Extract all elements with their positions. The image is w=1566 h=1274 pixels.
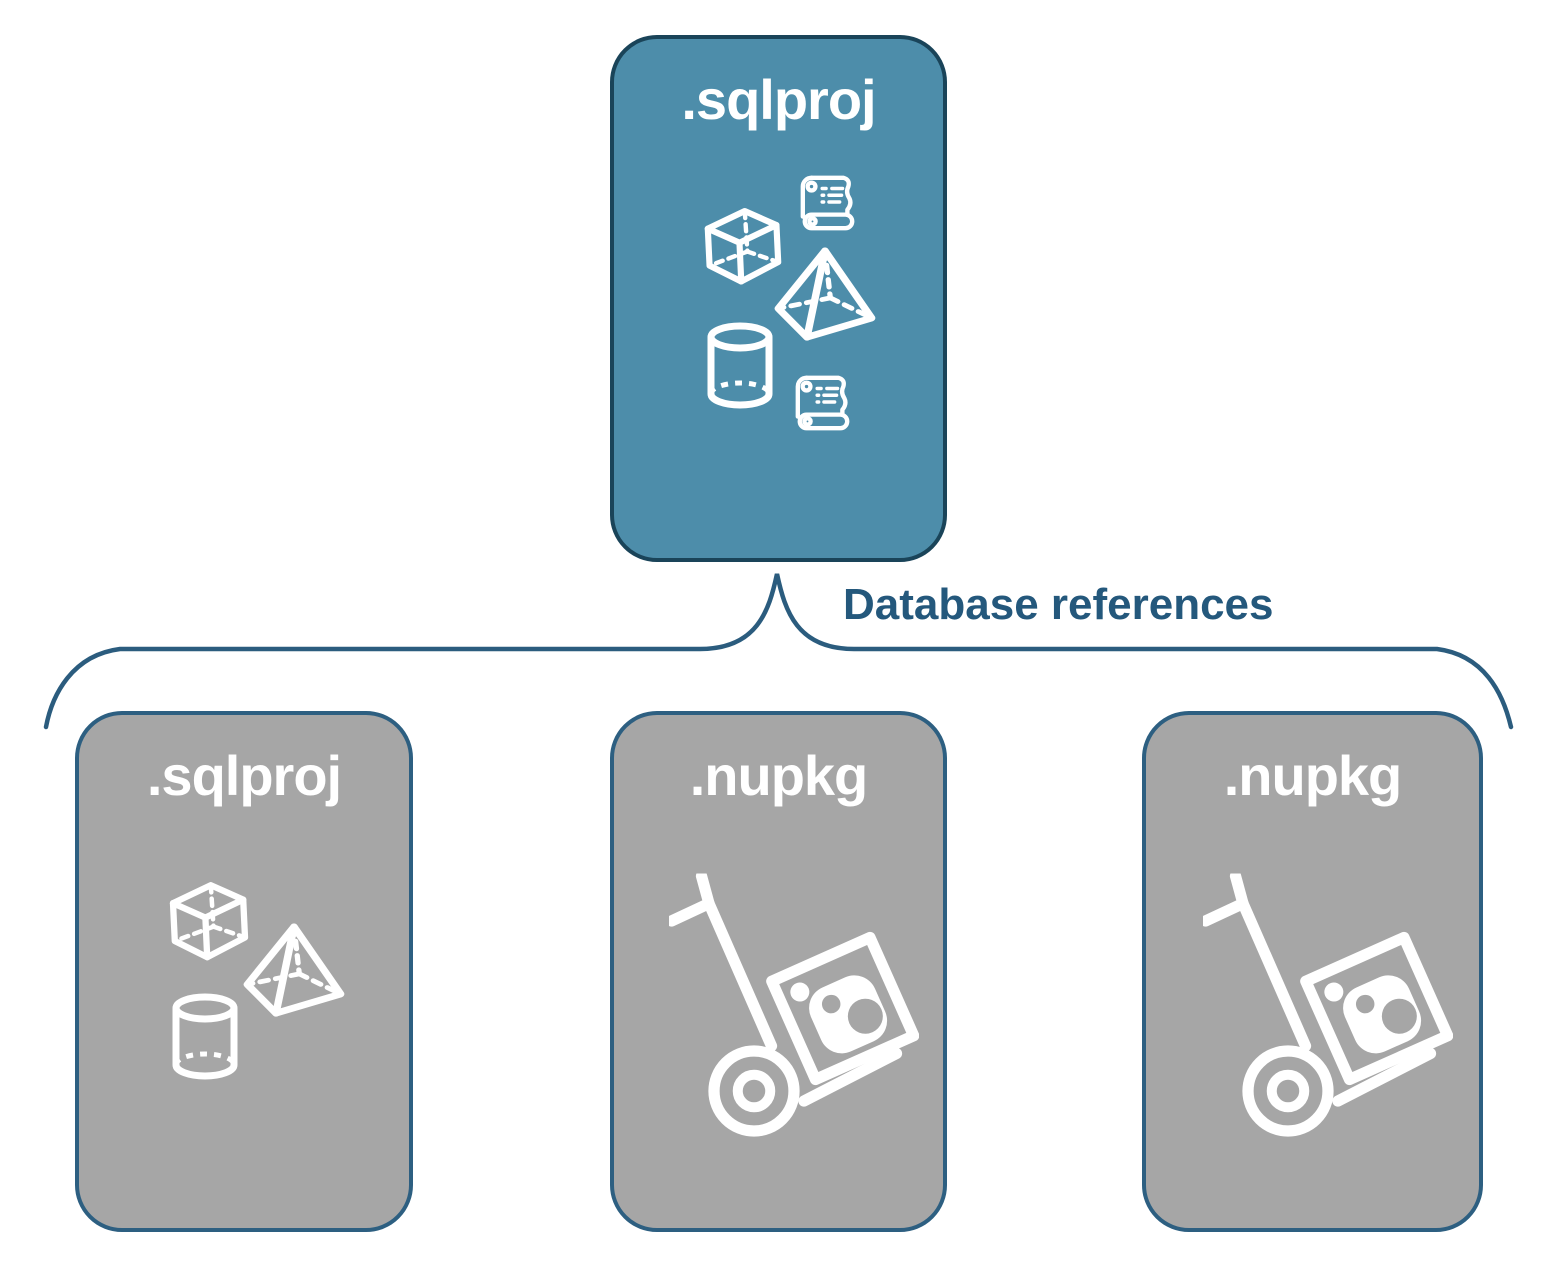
child-box-label: .sqlproj	[146, 744, 342, 807]
nuget-handtruck-icon	[1203, 873, 1453, 1139]
nuget-handtruck-icon	[669, 873, 919, 1139]
root-box-label: .sqlproj	[681, 68, 876, 131]
scroll-icon	[797, 172, 859, 234]
edge-label: Database references	[843, 580, 1274, 629]
pyramid-icon	[241, 923, 347, 1019]
root-box-sqlproj: .sqlproj	[610, 35, 947, 562]
cylinder-icon	[704, 322, 776, 410]
pyramid-icon	[772, 247, 878, 343]
child-box-sqlproj: .sqlproj	[75, 711, 413, 1232]
child-box-nupkg: .nupkg	[1142, 711, 1483, 1232]
cylinder-icon	[169, 993, 241, 1081]
child-box-label: .nupkg	[1223, 744, 1403, 807]
child-box-nupkg: .nupkg	[610, 711, 947, 1232]
scroll-icon	[792, 372, 854, 434]
child-box-label: .nupkg	[689, 744, 869, 807]
